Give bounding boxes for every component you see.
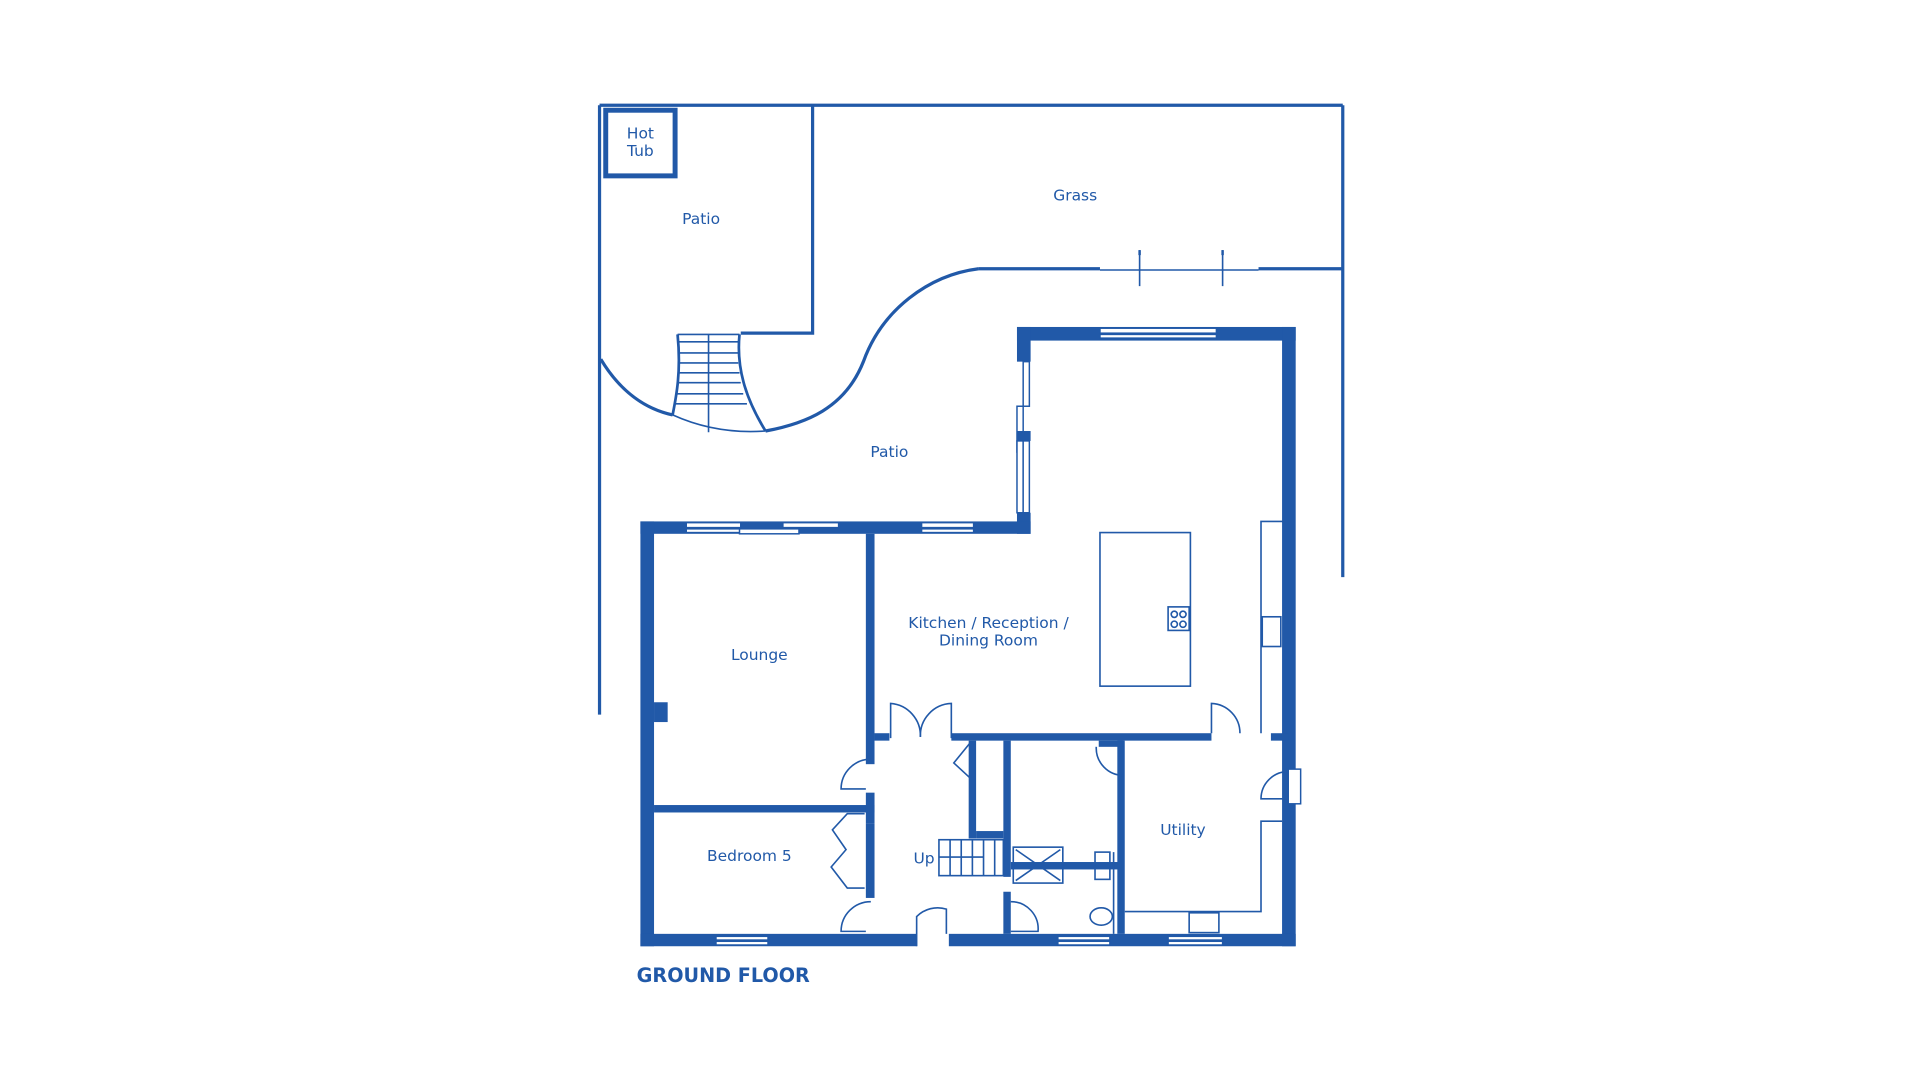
- garden-boundary: [597, 103, 1345, 715]
- utility-sink: [1188, 911, 1220, 934]
- shower-room: [1012, 846, 1115, 934]
- utility-label: Utility: [1160, 821, 1206, 839]
- hot-tub-label-2: Tub: [626, 142, 654, 160]
- kitchen-label-1: Kitchen / Reception /: [908, 614, 1069, 632]
- stairs-label: Up: [913, 849, 934, 867]
- bedroom5-label: Bedroom 5: [707, 847, 792, 865]
- lounge-label: Lounge: [731, 646, 788, 664]
- staircase: Up: [913, 838, 1005, 877]
- floor-title: GROUND FLOOR: [637, 964, 810, 987]
- utility-fittings: [1124, 820, 1283, 934]
- kitchen-label-2: Dining Room: [939, 631, 1038, 649]
- garden-steps: [671, 333, 767, 433]
- patio-upper-label: Patio: [682, 210, 720, 228]
- patio-lower-label: Patio: [870, 443, 908, 461]
- hot-tub-label-1: Hot: [627, 125, 654, 143]
- kitchen-fittings: [1099, 520, 1284, 734]
- fireplace: [654, 702, 668, 723]
- doors: [830, 702, 1289, 947]
- kitchen-sink: [1261, 615, 1282, 648]
- basin: [1094, 851, 1111, 881]
- grass-label: Grass: [1053, 187, 1097, 205]
- hob: [1167, 606, 1190, 632]
- kitchen-island: [1099, 531, 1192, 687]
- internal-walls: [654, 533, 1302, 934]
- hot-tub: Hot Tub: [603, 107, 678, 179]
- wc: [1089, 907, 1114, 926]
- external-walls: [640, 326, 1296, 947]
